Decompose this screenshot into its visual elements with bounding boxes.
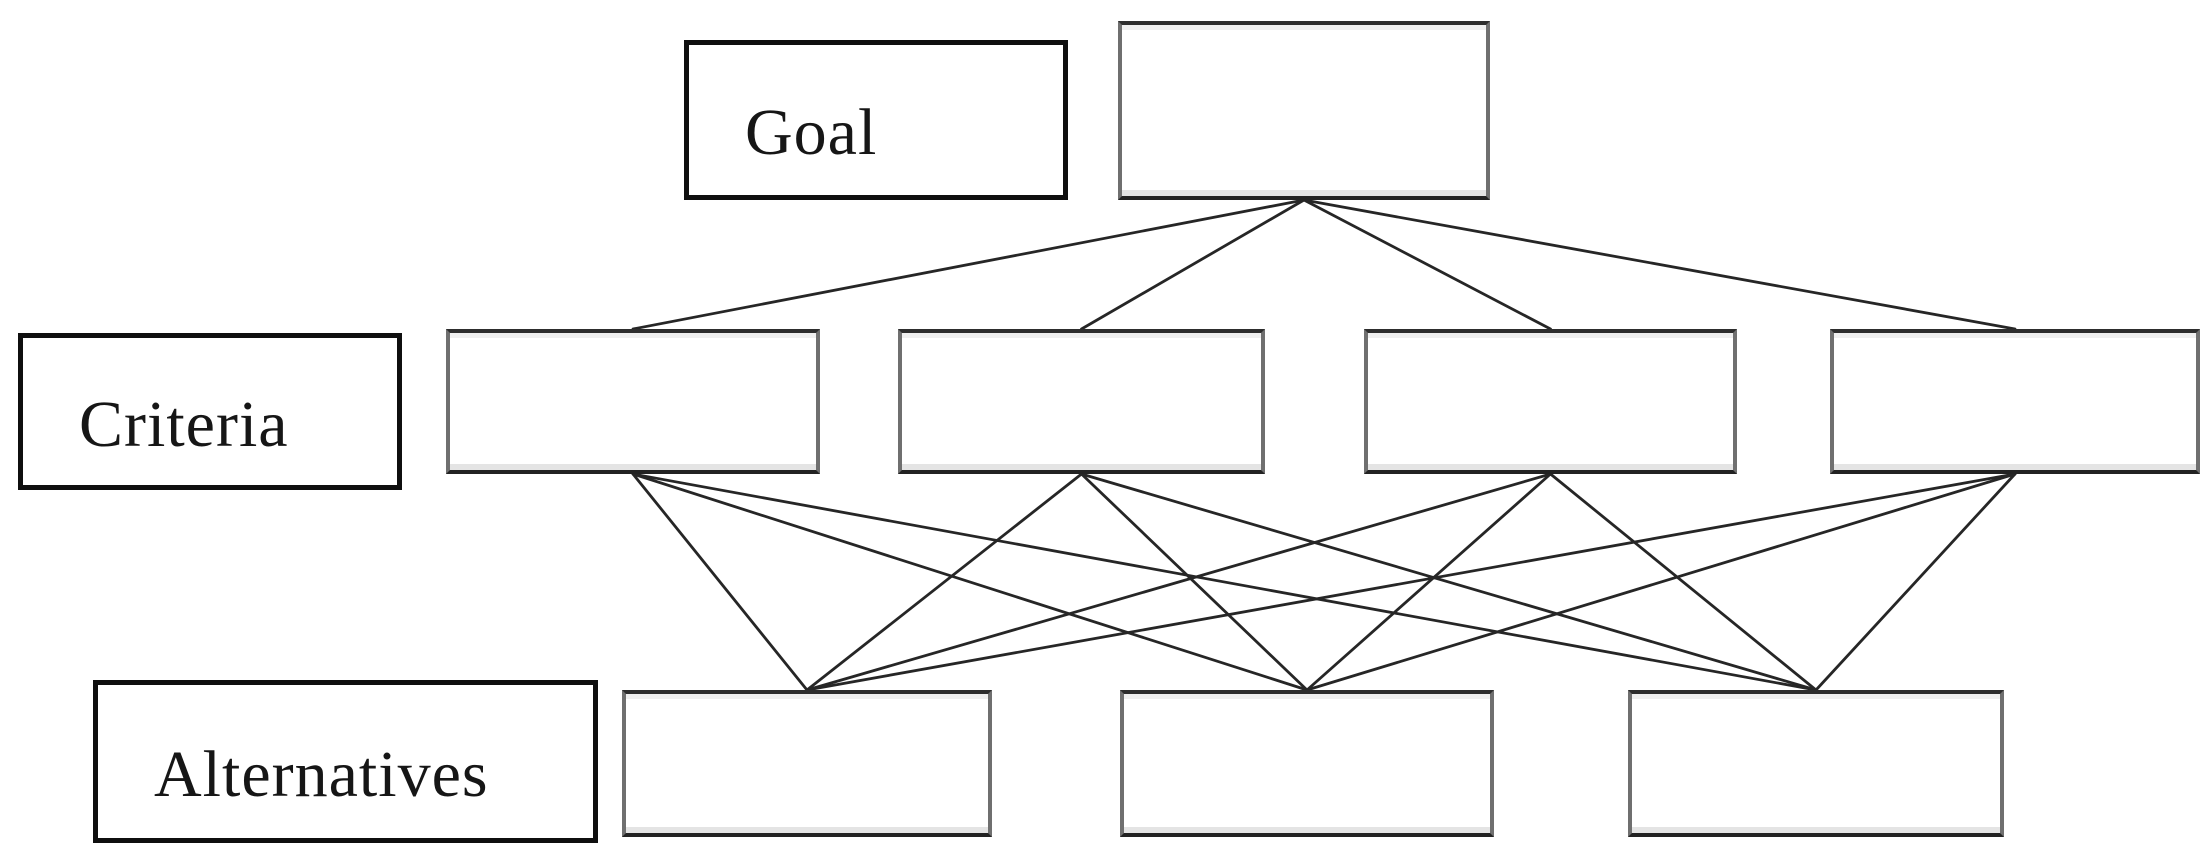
criteria-level-label-text: Criteria	[79, 387, 289, 461]
criterion-2-node	[898, 329, 1265, 474]
goal-level-label: Goal	[684, 40, 1068, 200]
alternative-1-node	[622, 690, 992, 837]
edge-criterion-4-node-to-alternative-3-node	[1814, 472, 2017, 692]
criterion-3-node	[1364, 329, 1737, 474]
alternative-2-node	[1120, 690, 1494, 837]
goal-level-label-text: Goal	[745, 96, 878, 169]
edge-criterion-3-node-to-alternative-2-node	[1305, 472, 1552, 692]
edge-goal-node-to-criterion-2-node	[1080, 198, 1306, 331]
edge-criterion-4-node-to-alternative-2-node	[1305, 472, 2017, 692]
edge-criterion-4-node-to-alternative-1-node	[805, 472, 2017, 692]
edge-criterion-2-node-to-alternative-3-node	[1080, 472, 1818, 692]
criteria-level-label: Criteria	[18, 333, 402, 490]
edge-goal-node-to-criterion-1-node	[631, 198, 1306, 331]
edge-criterion-2-node-to-alternative-1-node	[805, 472, 1083, 692]
criterion-4-node	[1830, 329, 2200, 474]
alternatives-level-label-text: Alternatives	[154, 737, 489, 811]
edge-criterion-3-node-to-alternative-1-node	[805, 472, 1552, 692]
edge-goal-node-to-criterion-3-node	[1302, 198, 1552, 331]
edge-criterion-1-node-to-alternative-3-node	[631, 472, 1818, 692]
edge-criterion-3-node-to-alternative-3-node	[1549, 472, 1818, 692]
goal-node	[1118, 21, 1490, 200]
edge-goal-node-to-criterion-4-node	[1302, 198, 2017, 331]
alternative-3-node	[1628, 690, 2004, 837]
edge-criterion-1-node-to-alternative-2-node	[631, 472, 1309, 692]
alternatives-level-label: Alternatives	[93, 680, 598, 843]
criterion-1-node	[446, 329, 820, 474]
edge-criterion-1-node-to-alternative-1-node	[631, 472, 809, 692]
edge-criterion-2-node-to-alternative-2-node	[1080, 472, 1309, 692]
